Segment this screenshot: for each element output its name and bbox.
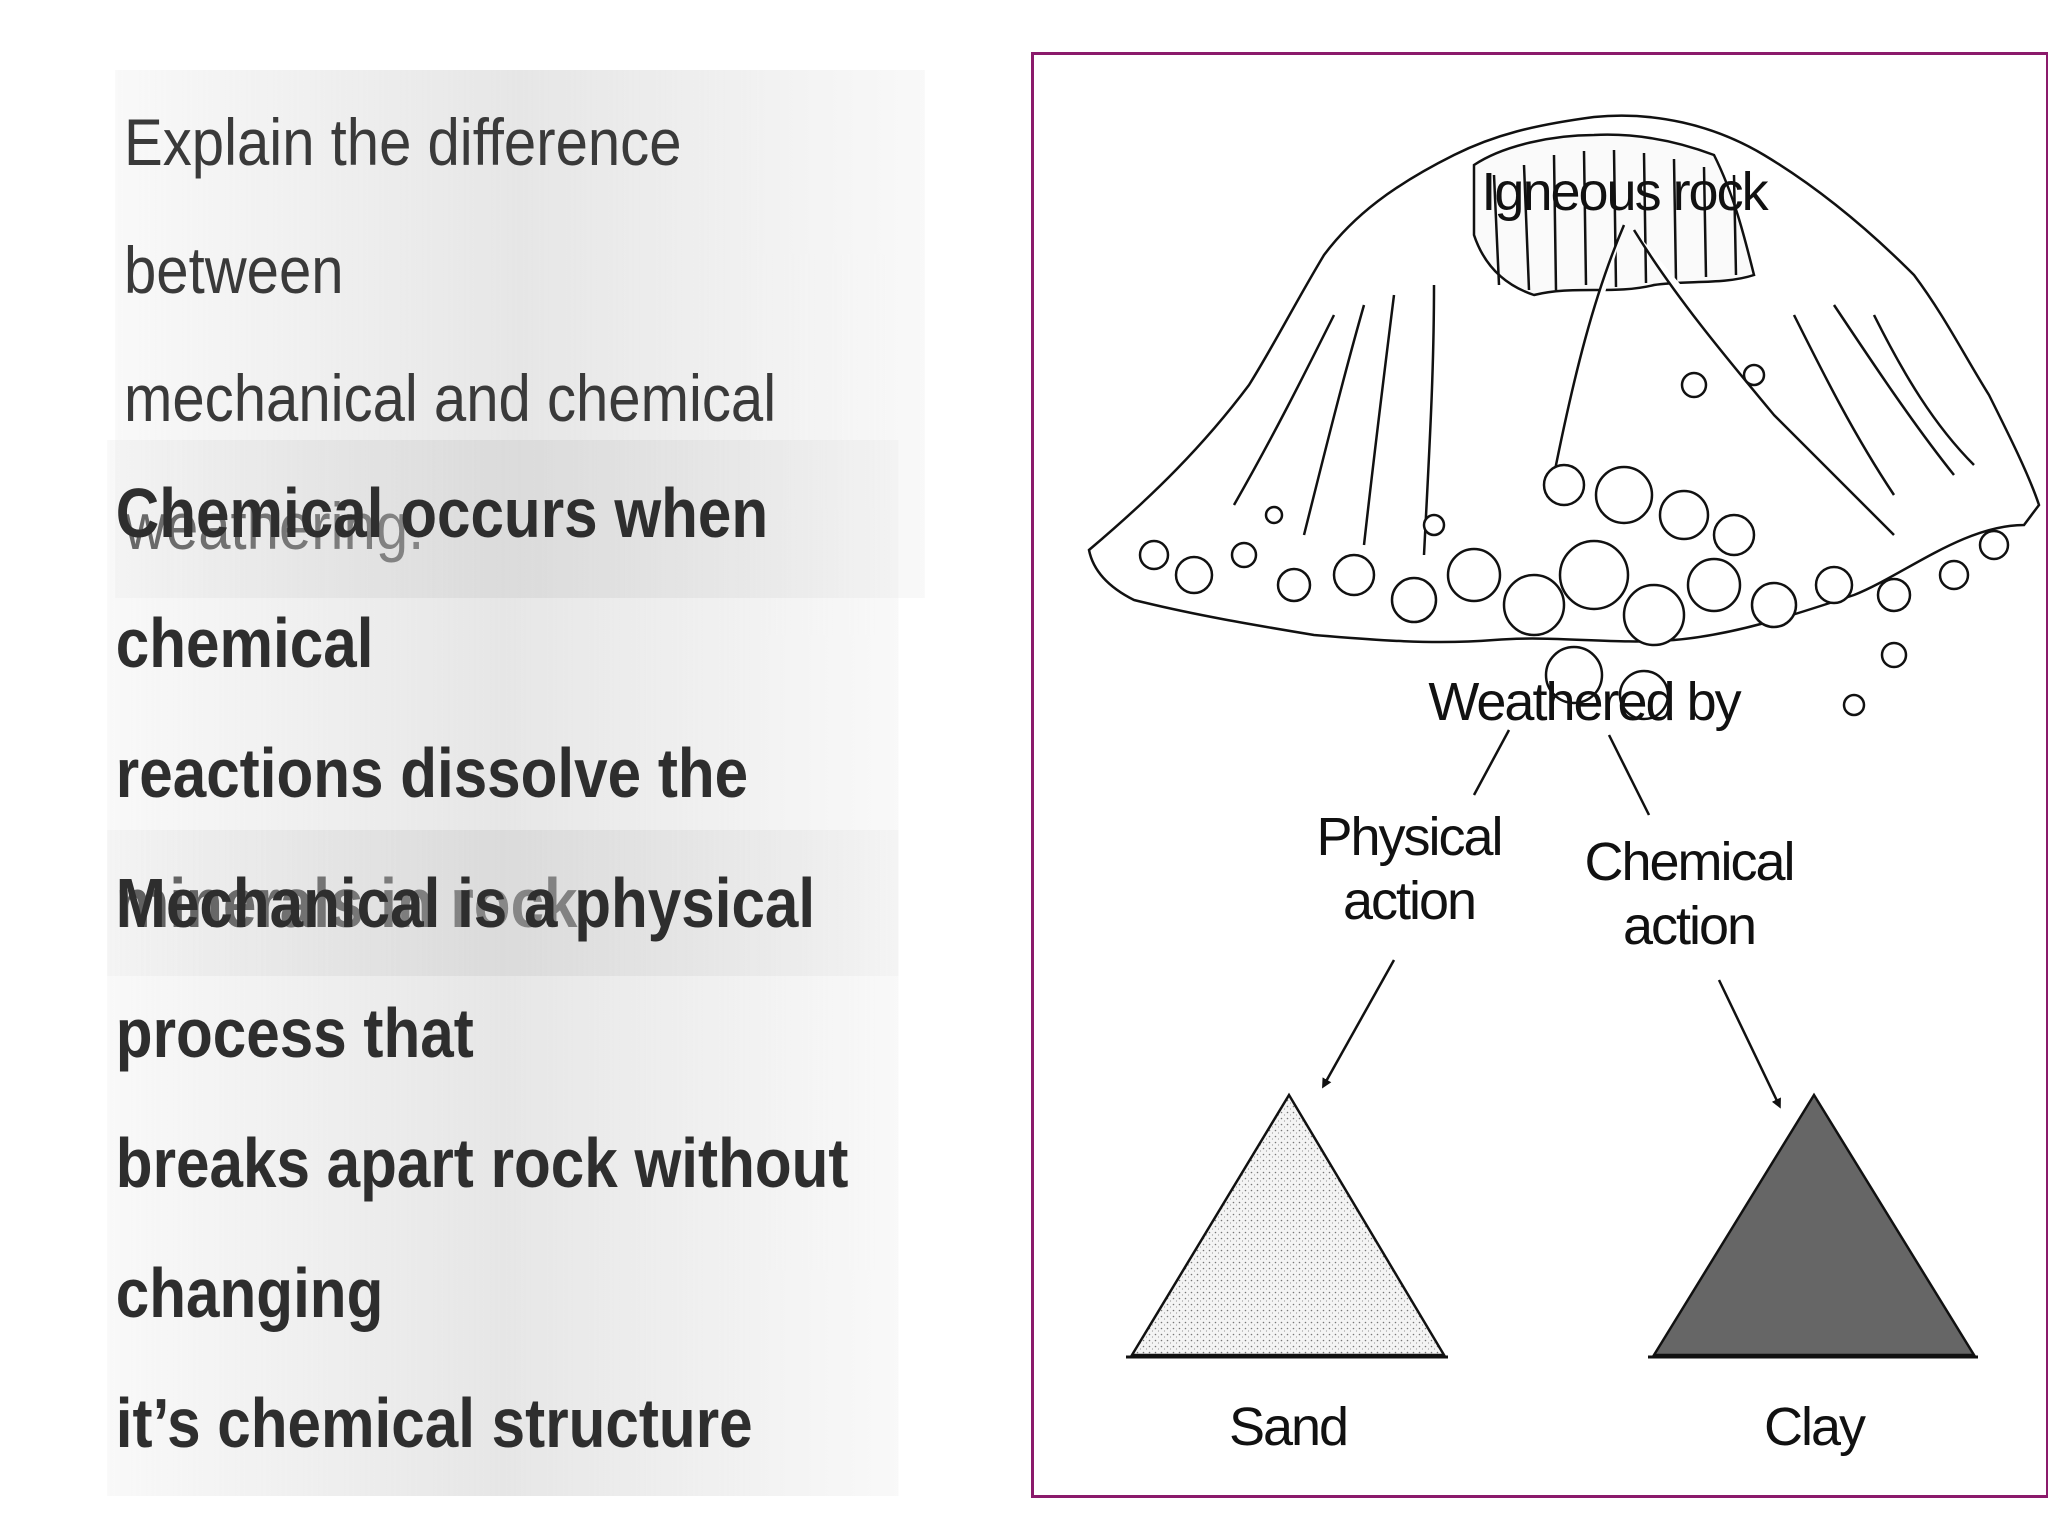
physical-branch-line <box>1472 729 1511 796</box>
sand-pile <box>1129 1092 1447 1357</box>
clay-pile <box>1651 1092 1977 1357</box>
mechanical-weathering-answer: Mechanical is a physical process that br… <box>107 830 933 1496</box>
weathering-diagram-svg: Igneous rock Weathered by Physical actio… <box>1087 114 2041 1457</box>
physical-arrow <box>1322 959 1396 1089</box>
sand-label: Sand <box>1229 1397 1347 1457</box>
igneous-rock-label: Igneous rock <box>1481 162 1769 222</box>
weathering-diagram: Igneous rock Weathered by Physical actio… <box>1031 52 2048 1498</box>
chemical-branch-line <box>1607 734 1651 816</box>
chemical-arrow <box>1717 979 1781 1109</box>
igneous-rock-illustration <box>1087 114 2041 721</box>
clay-label: Clay <box>1764 1397 1866 1457</box>
physical-action-label-line2: action <box>1343 871 1475 931</box>
chemical-action-label-line2: action <box>1623 896 1755 956</box>
mechanical-answer-text: Mechanical is a physical process that br… <box>107 830 899 1496</box>
chemical-action-label-line1: Chemical <box>1584 832 1793 892</box>
weathered-by-label: Weathered by <box>1428 672 1741 732</box>
physical-action-label-line1: Physical <box>1316 807 1501 867</box>
